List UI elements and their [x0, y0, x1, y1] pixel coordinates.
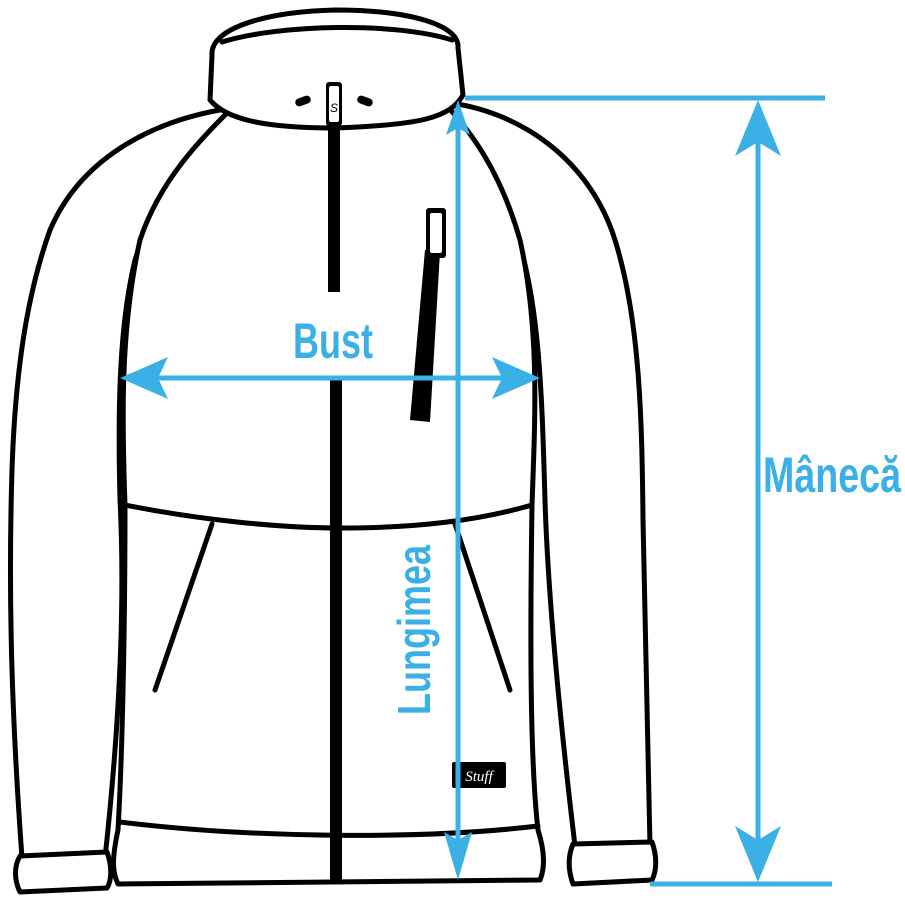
left-cord-hole: [295, 95, 311, 107]
collar-inner-fold: [219, 25, 455, 45]
chest-zipper-pull-window: [430, 213, 442, 253]
left-cuff: [13, 849, 114, 895]
collar: [207, 7, 466, 131]
zipper-pull-window: [329, 86, 339, 122]
bust-label: Bust: [293, 313, 373, 369]
zipper-logo: S: [330, 101, 338, 115]
brand-tag-logo: Stuff: [465, 769, 494, 785]
center-zipper-lower: [330, 378, 342, 884]
sleeve-measure: [465, 95, 832, 887]
left-side-pocket: [152, 521, 215, 693]
center-zipper-upper: [328, 130, 340, 292]
sleeve-label: Mânecă: [763, 447, 902, 503]
right-cord-hole: [357, 95, 373, 107]
brand-tag: [452, 762, 506, 788]
length-measure: [444, 100, 472, 880]
right-cuff: [566, 839, 659, 887]
right-side-pocket: [452, 521, 513, 693]
length-label: Lungimea: [388, 545, 440, 715]
